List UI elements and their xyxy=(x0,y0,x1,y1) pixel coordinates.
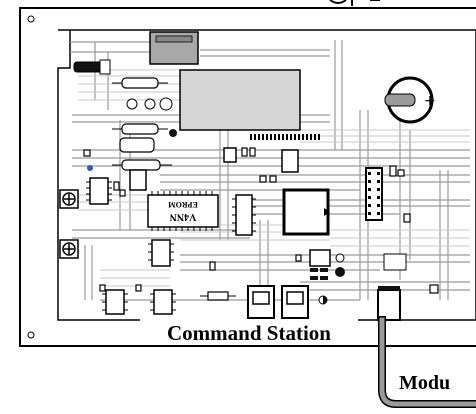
oscillator xyxy=(383,253,407,271)
electrolytic-cap xyxy=(169,129,177,137)
rj-jack-1 xyxy=(247,285,275,319)
resistor-1 xyxy=(121,77,159,89)
station-label: Command Station xyxy=(167,321,331,345)
mounting-hole-bl xyxy=(27,331,35,339)
transistor-row xyxy=(310,268,328,280)
rj-jack-2 xyxy=(281,285,309,319)
module-label-bg xyxy=(396,368,476,396)
title-fragment xyxy=(329,0,380,6)
ic-pins xyxy=(86,181,256,311)
module-label: Modu xyxy=(399,372,450,394)
svg-text:+: + xyxy=(424,93,436,109)
capacitor-2 xyxy=(144,98,156,110)
battery-clip xyxy=(384,93,416,107)
eprom-label-line2: EPROM xyxy=(168,200,198,209)
small-components xyxy=(83,147,439,294)
power-connector-inner xyxy=(155,35,193,43)
led-blue xyxy=(87,165,93,171)
eprom-chip xyxy=(147,194,219,228)
lcd-pins xyxy=(250,134,320,140)
crystal xyxy=(119,137,155,153)
station-label-bg xyxy=(140,319,358,345)
mounting-hole-tl xyxy=(27,15,35,23)
capacitor-3 xyxy=(159,97,173,111)
capacitor-1 xyxy=(126,98,138,110)
lcd-display xyxy=(179,69,301,131)
cable-connector xyxy=(377,289,401,321)
resistor-bottom xyxy=(207,291,229,301)
regulator-tab xyxy=(99,59,111,75)
microcontroller xyxy=(282,188,330,236)
resistor-3 xyxy=(121,159,161,171)
resistor-2 xyxy=(121,123,159,135)
eprom-label-line1: V4NN xyxy=(169,211,196,222)
